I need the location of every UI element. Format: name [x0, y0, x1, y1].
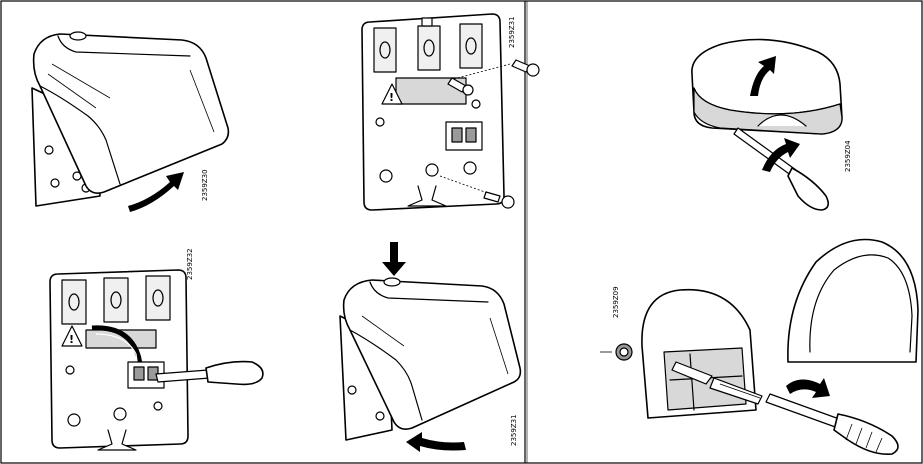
curved-arrow-icon	[750, 56, 776, 96]
figure-code-p3: 2359Z32	[186, 248, 194, 280]
screw-icon	[439, 59, 540, 209]
screwdriver-icon	[155, 360, 264, 386]
curved-arrow-icon	[128, 172, 184, 212]
warning-symbol: !	[389, 91, 394, 104]
panel-step-6-unscrew-housing: 2359Z09	[600, 238, 919, 456]
down-arrow-icon	[382, 242, 406, 276]
warning-triangle-icon	[381, 83, 403, 105]
panel-step-5-remove-cover: 2359Z04	[691, 38, 852, 211]
screwdriver-icon	[733, 127, 830, 211]
panel-step-3-wiring: ! 2359Z32	[49, 248, 264, 451]
curved-arrow-icon	[762, 138, 800, 172]
figure-code-p4: 2359Z31	[510, 414, 518, 446]
panel-step-1-cover-open: 2359Z30	[31, 31, 230, 212]
curved-arrow-icon	[786, 378, 830, 398]
screw-icon	[600, 343, 633, 361]
panel-step-4-cover-close: 2359Z31	[339, 242, 522, 452]
curved-arrow-icon	[406, 432, 466, 452]
figure-code-p6: 2359Z09	[612, 286, 620, 318]
figure-code-p5: 2359Z04	[844, 140, 852, 172]
figure-code-p1: 2359Z30	[201, 169, 209, 201]
panel-step-2-base-plate-screws: ! 2359Z31	[361, 13, 540, 211]
figure-code-p2: 2359Z31	[508, 16, 516, 48]
screwdriver-icon	[765, 393, 899, 456]
svg-text:!: !	[69, 333, 74, 346]
